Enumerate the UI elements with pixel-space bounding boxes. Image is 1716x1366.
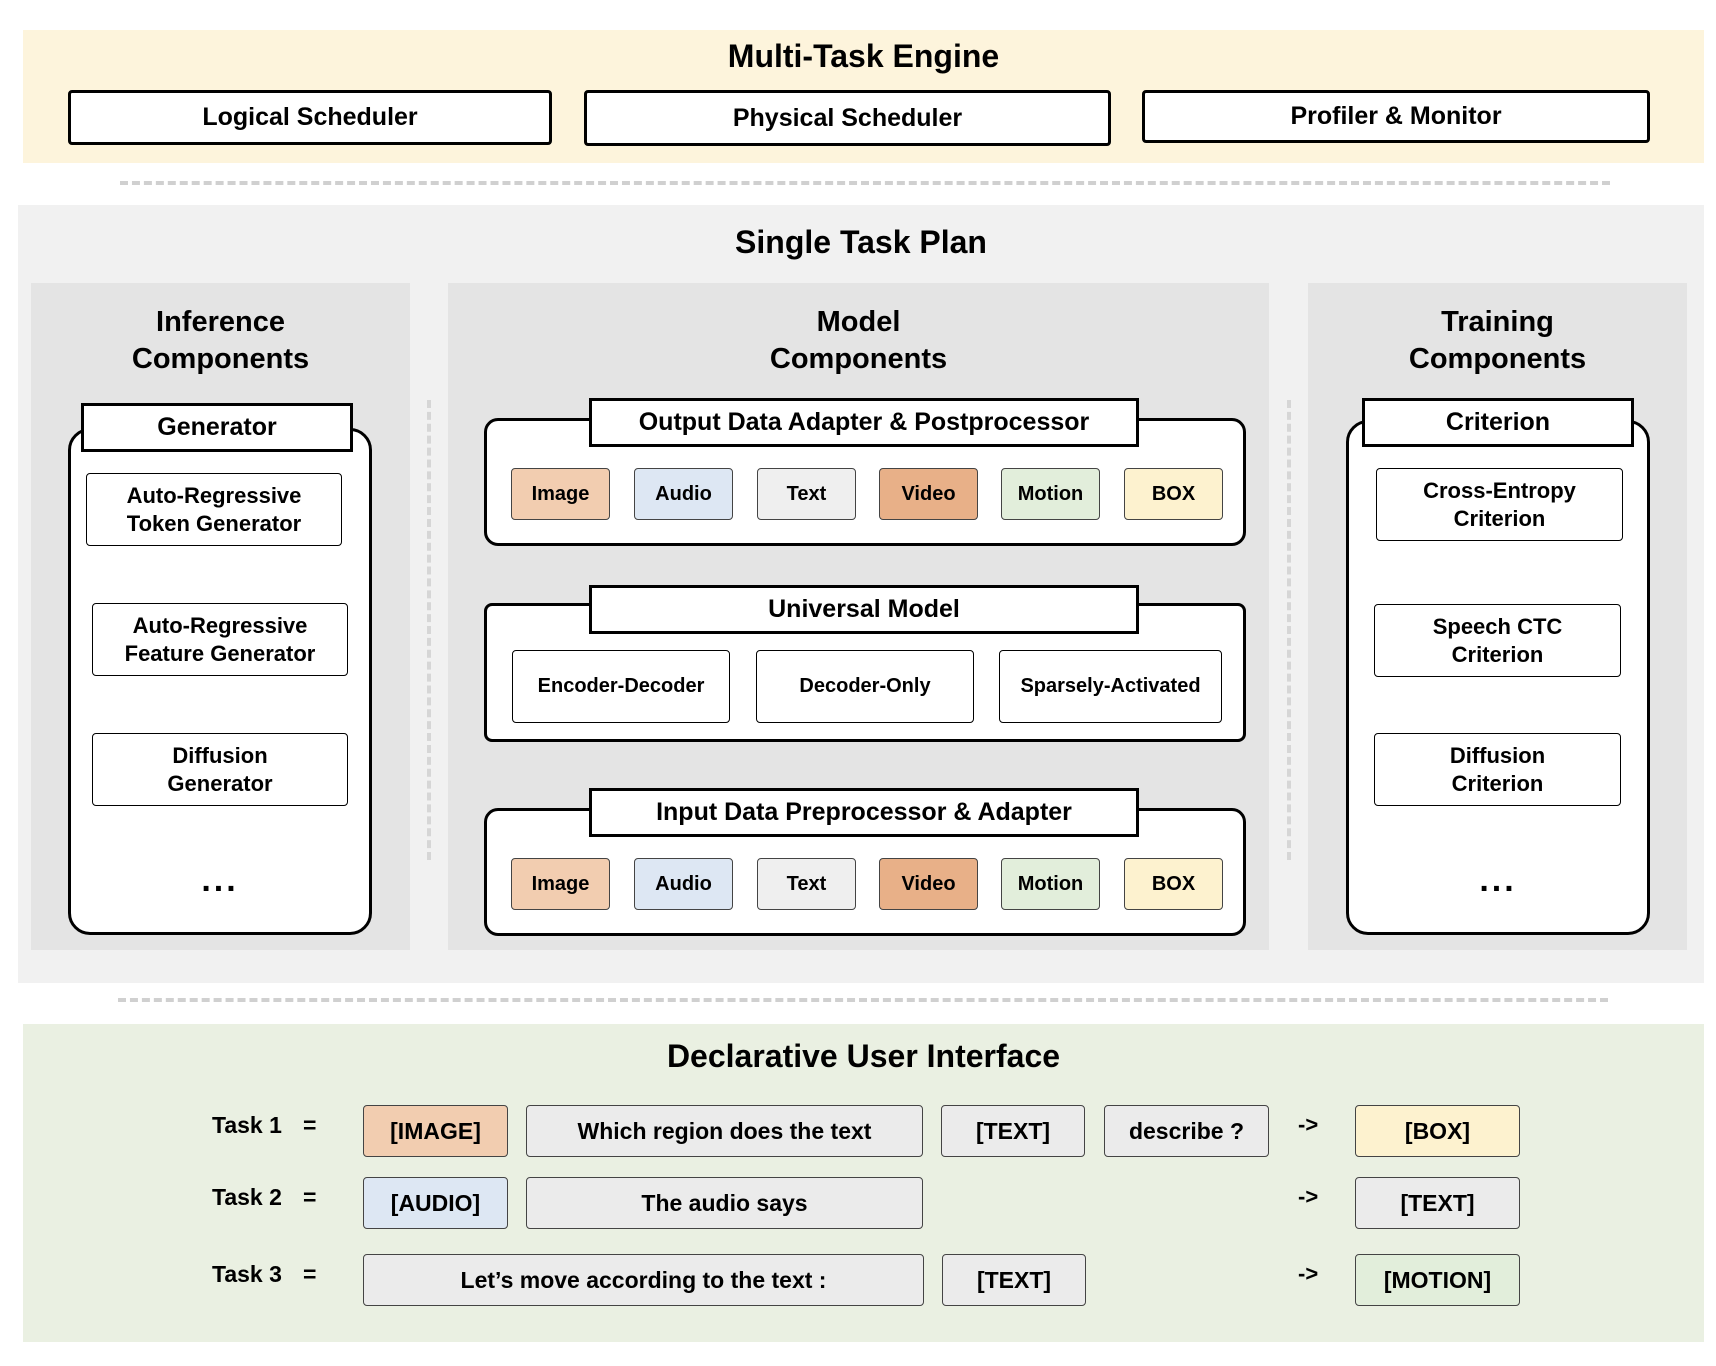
input-chip-image: Image bbox=[511, 858, 610, 910]
cross-entropy-line2: Criterion bbox=[1453, 505, 1546, 531]
input-chip-box: BOX bbox=[1124, 858, 1223, 910]
criterion-label: Criterion bbox=[1362, 398, 1634, 447]
column-divider-left bbox=[427, 400, 431, 860]
ar-token-generator-box: Auto-Regressive Token Generator bbox=[86, 473, 342, 546]
speech-ctc-line2: Criterion bbox=[1451, 641, 1544, 667]
inference-title-line2: Components bbox=[131, 343, 310, 375]
task1-equals: = bbox=[303, 1112, 317, 1138]
output-chip-motion: Motion bbox=[1001, 468, 1100, 520]
task1-token-text: [TEXT] bbox=[941, 1105, 1085, 1157]
input-chip-audio: Audio bbox=[634, 858, 733, 910]
output-chip-image: Image bbox=[511, 468, 610, 520]
cross-entropy-line1: Cross-Entropy bbox=[1423, 477, 1576, 503]
task2-token-prompt: The audio says bbox=[526, 1177, 923, 1229]
task3-equals: = bbox=[303, 1261, 317, 1287]
diffusion-generator-box: Diffusion Generator bbox=[92, 733, 348, 806]
task1-token-image: [IMAGE] bbox=[363, 1105, 508, 1157]
ar-token-generator-line2: Token Generator bbox=[126, 510, 302, 536]
speech-ctc-criterion-box: Speech CTC Criterion bbox=[1374, 604, 1621, 677]
output-adapter-label: Output Data Adapter & Postprocessor bbox=[589, 398, 1139, 447]
output-chip-audio: Audio bbox=[634, 468, 733, 520]
profiler-monitor-box: Profiler & Monitor bbox=[1142, 90, 1650, 143]
ar-feature-generator-line2: Feature Generator bbox=[124, 640, 316, 666]
training-title-line2: Components bbox=[1408, 343, 1587, 375]
section-divider bbox=[118, 998, 1608, 1002]
physical-scheduler-box: Physical Scheduler bbox=[584, 90, 1111, 146]
single-task-plan-title: Single Task Plan bbox=[735, 223, 987, 260]
diffusion-generator-line2: Generator bbox=[167, 770, 273, 796]
input-chip-motion: Motion bbox=[1001, 858, 1100, 910]
training-ellipsis: ... bbox=[1479, 860, 1517, 899]
section-divider bbox=[120, 181, 1610, 185]
generator-label: Generator bbox=[81, 403, 353, 452]
task3-output-motion: [MOTION] bbox=[1355, 1254, 1520, 1306]
diffusion-criterion-box: Diffusion Criterion bbox=[1374, 733, 1621, 806]
ar-feature-generator-box: Auto-Regressive Feature Generator bbox=[92, 603, 348, 676]
input-adapter-label: Input Data Preprocessor & Adapter bbox=[589, 788, 1139, 837]
speech-ctc-line1: Speech CTC bbox=[1432, 613, 1563, 639]
task1-output-box: [BOX] bbox=[1355, 1105, 1520, 1157]
task2-equals: = bbox=[303, 1184, 317, 1210]
model-title-line1: Model bbox=[816, 306, 901, 338]
declarative-ui-title: Declarative User Interface bbox=[666, 1037, 1061, 1074]
inference-title-line1: Inference bbox=[156, 306, 285, 338]
universal-model-label: Universal Model bbox=[589, 585, 1139, 634]
model-title-line2: Components bbox=[769, 343, 948, 375]
task3-label: Task 3 bbox=[212, 1261, 282, 1287]
training-title-line1: Training bbox=[1441, 306, 1554, 338]
task2-output-text: [TEXT] bbox=[1355, 1177, 1520, 1229]
column-divider-right bbox=[1287, 400, 1291, 860]
task1-arrow: -> bbox=[1298, 1112, 1319, 1137]
decoder-only-box: Decoder-Only bbox=[756, 650, 974, 723]
ar-feature-generator-line1: Auto-Regressive bbox=[132, 612, 308, 638]
task2-arrow: -> bbox=[1298, 1184, 1319, 1209]
output-chip-box: BOX bbox=[1124, 468, 1223, 520]
logical-scheduler-box: Logical Scheduler bbox=[68, 90, 552, 145]
diffusion-generator-line1: Diffusion bbox=[172, 742, 268, 768]
task2-token-audio: [AUDIO] bbox=[363, 1177, 508, 1229]
sparsely-activated-box: Sparsely-Activated bbox=[999, 650, 1222, 723]
ar-token-generator-line1: Auto-Regressive bbox=[126, 482, 302, 508]
input-chip-video: Video bbox=[879, 858, 978, 910]
cross-entropy-criterion-box: Cross-Entropy Criterion bbox=[1376, 468, 1623, 541]
task1-token-describe: describe ? bbox=[1104, 1105, 1269, 1157]
input-chip-text: Text bbox=[757, 858, 856, 910]
inference-ellipsis: ... bbox=[201, 860, 239, 899]
task1-label: Task 1 bbox=[212, 1112, 282, 1138]
task3-token-prompt: Let’s move according to the text : bbox=[363, 1254, 924, 1306]
output-chip-text: Text bbox=[757, 468, 856, 520]
output-chip-video: Video bbox=[879, 468, 978, 520]
task1-token-prompt: Which region does the text bbox=[526, 1105, 923, 1157]
task3-token-text: [TEXT] bbox=[942, 1254, 1086, 1306]
diffusion-criterion-line2: Criterion bbox=[1451, 770, 1544, 796]
multi-task-engine-title: Multi-Task Engine bbox=[727, 37, 1000, 74]
task2-label: Task 2 bbox=[212, 1184, 282, 1210]
task3-arrow: -> bbox=[1298, 1261, 1319, 1286]
diffusion-criterion-line1: Diffusion bbox=[1449, 742, 1546, 768]
encoder-decoder-box: Encoder-Decoder bbox=[512, 650, 730, 723]
